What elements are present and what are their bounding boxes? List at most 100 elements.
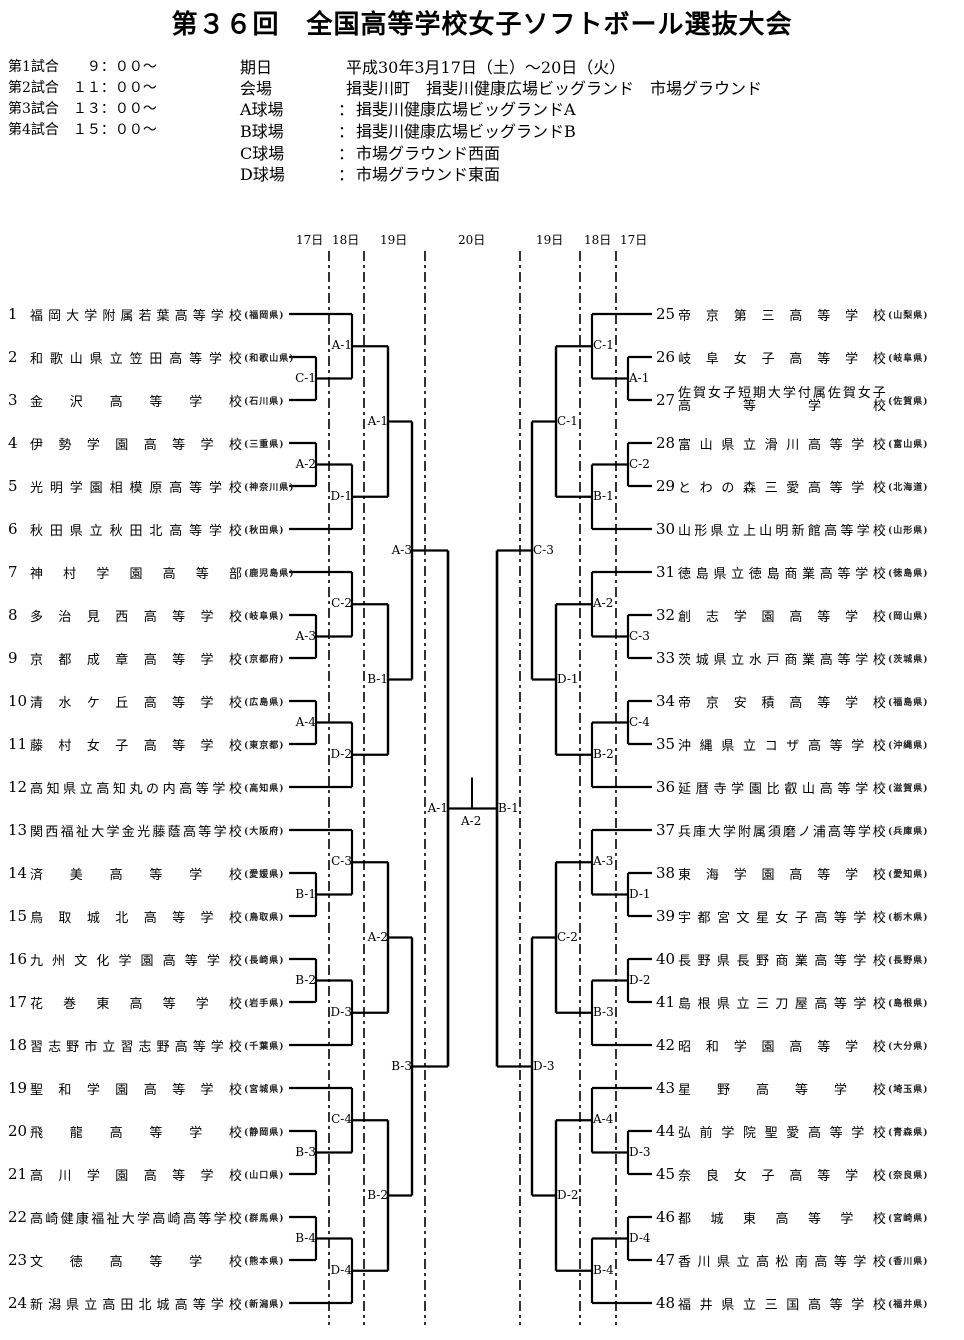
school-name: 弘前学院聖愛高等学校 (678, 1125, 886, 1141)
school-name: 神村学園高等部 (30, 566, 242, 582)
match-label: C-2 (331, 596, 352, 611)
school-name: 高知県立高知丸の内高等学校 (30, 781, 242, 797)
school-name: 藤村女子高等学校 (30, 738, 242, 754)
match-label: D-2 (557, 1187, 579, 1202)
school-name: 帝京安積高等学校 (678, 695, 886, 711)
prefecture: (大分県) (888, 1041, 929, 1052)
match-label: C-3 (629, 628, 650, 643)
school-name: 秋田県立秋田北高等学校 (30, 523, 242, 539)
match-label: D-4 (330, 1262, 352, 1277)
prefecture: (佐賀県) (888, 396, 929, 407)
prefecture: (石川県) (244, 396, 285, 407)
day-header: 20日 (458, 233, 486, 247)
seed-number: 34 (656, 692, 676, 710)
prefecture: (埼玉県) (888, 1084, 929, 1095)
seed-number: 20 (8, 1122, 28, 1140)
prefecture: (山梨県) (888, 310, 929, 321)
seed-number: 4 (8, 434, 18, 452)
school-name: 茨城県立水戸商業高等学校 (678, 652, 886, 668)
match-label: D-2 (330, 746, 352, 761)
prefecture: (沖縄県) (888, 740, 929, 751)
match-label: A-2 (593, 596, 614, 611)
school-name-line: 高等学校 (678, 399, 886, 414)
schedule-item: 第4試合 １５：００～ (8, 122, 157, 138)
school-name: 多治見西高等学校 (30, 609, 242, 625)
match-label: C-3 (533, 542, 554, 557)
match-label: C-1 (295, 370, 316, 385)
prefecture: (宮崎県) (888, 1213, 929, 1224)
match-label: A-4 (593, 1112, 614, 1127)
school-name: 創志学園高等学校 (678, 609, 886, 625)
prefecture: (愛知県) (888, 869, 929, 880)
seed-number: 43 (656, 1079, 676, 1097)
seed-number: 45 (656, 1165, 676, 1183)
prefecture: (富山県) (888, 439, 929, 450)
prefecture: (長野県) (888, 955, 929, 966)
prefecture: (岐阜県) (888, 353, 929, 364)
seed-number: 17 (8, 993, 28, 1011)
prefecture: (大阪府) (244, 826, 285, 837)
prefecture: (兵庫県) (888, 826, 929, 837)
match-label: D-1 (330, 488, 352, 503)
prefecture: (熊本県) (244, 1256, 285, 1267)
seed-number: 27 (656, 391, 676, 409)
match-label: B-3 (593, 1004, 614, 1019)
seed-number: 32 (656, 606, 676, 624)
match-label: C-2 (629, 456, 650, 471)
school-name: 清水ケ丘高等学校 (30, 695, 242, 711)
seed-number: 16 (8, 950, 28, 968)
match-label: A-2 (367, 929, 388, 944)
field-value: 市場グラウンド東面 (356, 165, 501, 184)
school-name: 帝京第三高等学校 (678, 308, 886, 324)
seed-number: 11 (8, 735, 28, 753)
field-separator: ： (338, 144, 355, 163)
field-separator: ： (338, 122, 355, 141)
prefecture: (広島県) (244, 697, 285, 708)
seed-number: 1 (8, 305, 18, 323)
school-name: 習志野市立習志野高等学校 (30, 1039, 242, 1055)
seed-number: 8 (8, 606, 18, 624)
seed-number: 36 (656, 778, 676, 796)
seed-number: 33 (656, 649, 676, 667)
seed-number: 26 (656, 348, 676, 366)
day-header: 18日 (332, 233, 360, 247)
seed-number: 13 (8, 821, 28, 839)
match-label: A-1 (331, 338, 352, 353)
prefecture: (三重県) (244, 439, 285, 450)
prefecture: (和歌山県) (244, 353, 295, 364)
match-label: C-2 (557, 929, 578, 944)
prefecture: (福岡県) (244, 310, 285, 321)
school-name: 九州文化学園高等学校 (30, 953, 242, 969)
school-name: 昭和学園高等学校 (678, 1039, 886, 1055)
match-label: A-3 (391, 542, 412, 557)
field-label: B球場 (240, 122, 284, 141)
prefecture: (徳島県) (888, 568, 929, 579)
school-name: 花巻東高等学校 (30, 996, 242, 1012)
seed-number: 31 (656, 563, 676, 581)
date-label: 期日 (240, 58, 273, 77)
prefecture: (宮城県) (244, 1084, 285, 1095)
prefecture: (奈良県) (888, 1170, 929, 1181)
seed-number: 21 (8, 1165, 28, 1183)
seed-number: 38 (656, 864, 676, 882)
school-name: 岐阜女子高等学校 (678, 351, 886, 367)
prefecture: (青森県) (888, 1127, 929, 1138)
school-name: 京都成章高等学校 (30, 652, 242, 668)
school-name: 和歌山県立笠田高等学校 (30, 351, 242, 367)
schedule-item: 第3試合 １３：００～ (8, 101, 157, 117)
